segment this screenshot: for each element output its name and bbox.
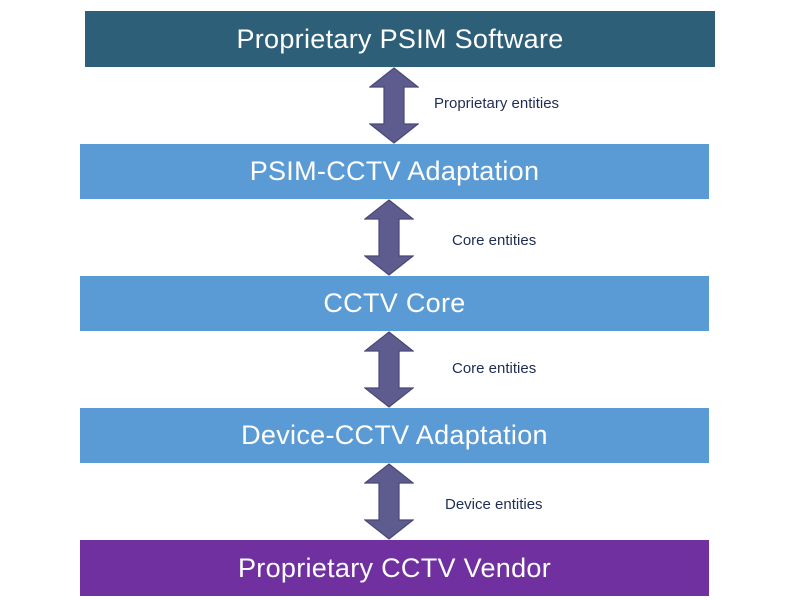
double-arrow-icon xyxy=(364,331,414,408)
layer-cctv-core: CCTV Core xyxy=(80,276,709,331)
layer-psim-cctv-adaptation: PSIM-CCTV Adaptation xyxy=(80,144,709,199)
layer-label: Device-CCTV Adaptation xyxy=(241,420,548,450)
layer-label: Proprietary PSIM Software xyxy=(236,23,564,54)
layer-label: Proprietary CCTV Vendor xyxy=(237,552,552,583)
double-arrow-icon xyxy=(369,67,419,144)
layer-proprietary-psim-software: Proprietary PSIM Software xyxy=(85,11,715,67)
connection-label: Device entities xyxy=(445,496,543,513)
connection-label: Core entities xyxy=(452,360,537,377)
layer-device-cctv-adaptation: Device-CCTV Adaptation xyxy=(80,408,709,463)
connection-label: Proprietary entities xyxy=(434,95,560,112)
layer-label: PSIM-CCTV Adaptation xyxy=(249,156,540,186)
connection-label: Core entities xyxy=(452,232,537,249)
double-arrow-icon xyxy=(364,199,414,276)
double-arrow-icon xyxy=(364,463,414,540)
layer-label: CCTV Core xyxy=(323,288,466,318)
layer-proprietary-cctv-vendor: Proprietary CCTV Vendor xyxy=(80,540,709,596)
